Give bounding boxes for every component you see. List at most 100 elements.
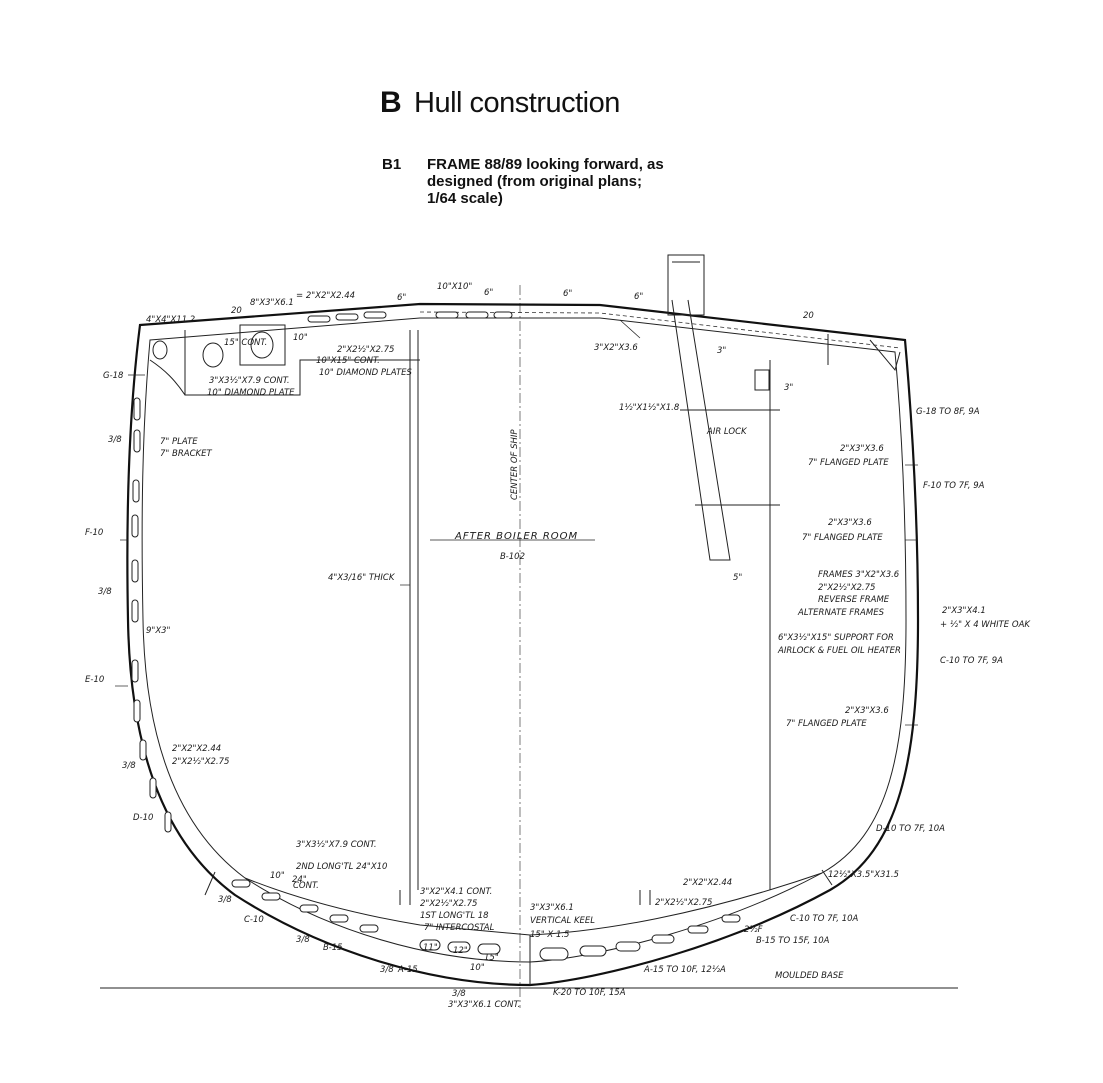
label: 6"X3½"X15" SUPPORT FOR <box>778 633 894 643</box>
label: K-20 TO 10F, 15A <box>553 988 626 998</box>
label: B-102 <box>500 552 525 562</box>
label: 6" <box>563 289 572 299</box>
lightening-hole <box>164 811 172 833</box>
inner-bottom-line <box>244 872 823 936</box>
label: 7" INTERCOSTAL <box>424 923 495 933</box>
section-title: Hull construction <box>414 87 620 119</box>
label: 3/8 <box>296 935 310 945</box>
bilge-keel-left <box>204 871 216 896</box>
lightening-hole <box>651 934 675 944</box>
girder-box <box>239 324 286 366</box>
label: 10" DIAMOND PLATES <box>319 368 413 378</box>
lightening-hole <box>307 315 331 323</box>
figure-caption: FRAME 88/89 looking forward, as designed… <box>427 156 687 207</box>
label: A-15 <box>397 965 418 975</box>
leader-lines <box>115 319 918 726</box>
label: 11" <box>423 943 438 953</box>
label: D-10 <box>133 813 153 823</box>
label: 1ST LONG'TL 18 <box>420 911 489 921</box>
label: 2½F <box>744 925 763 935</box>
lightening-hole <box>231 879 251 888</box>
figure-id: B1 <box>382 156 402 173</box>
lightening-hole <box>131 514 139 538</box>
uptake-trunk <box>667 254 705 316</box>
label: ALTERNATE FRAMES <box>797 608 885 618</box>
label: 2"X2"X2.44 <box>172 744 221 754</box>
upper-right-knee <box>869 339 901 372</box>
label: 2"X3"X3.6 <box>828 518 872 528</box>
label: 3/8 <box>380 965 394 975</box>
label: 2"X2"X2.44 <box>683 878 732 888</box>
label: 3"X3½"X7.9 CONT. <box>296 840 377 850</box>
label: 15" <box>484 953 499 963</box>
lightening-hole <box>419 939 441 951</box>
label: 4"X3/16" THICK <box>328 573 396 583</box>
label: 7" FLANGED PLATE <box>802 533 883 543</box>
label: 10" <box>293 333 308 343</box>
label: 2"X2½"X2.75 <box>172 757 229 767</box>
label: 3" <box>717 346 726 356</box>
label: 10" <box>270 871 285 881</box>
label: C-10 TO 7F, 10A <box>790 914 859 924</box>
label: 6" <box>397 293 406 303</box>
lightening-hole <box>329 914 349 923</box>
leader-line <box>619 319 641 339</box>
label: MOULDED BASE <box>775 971 844 981</box>
label: A-15 TO 10F, 12½A <box>643 965 726 975</box>
lightening-hole <box>447 941 471 953</box>
label: 3"X2"X4.1 CONT. <box>420 887 492 897</box>
bottom-lightening-holes <box>231 879 741 961</box>
label: 2"X2½"X2.75 <box>420 899 477 909</box>
label: 2"X3"X3.6 <box>840 444 884 454</box>
lightening-hole <box>615 941 641 952</box>
label: 6" <box>484 288 493 298</box>
lightening-hole <box>359 924 379 933</box>
floor-fitting <box>639 890 651 905</box>
label: 3/8 <box>98 587 112 597</box>
label: 15" X 1.5 <box>530 930 569 940</box>
label: 2"X3"X4.1 <box>942 606 986 616</box>
label: 3/8 <box>218 895 232 905</box>
label: 7" PLATE <box>160 437 198 447</box>
deck-lightening-holes <box>307 311 513 323</box>
label: 3" <box>784 383 793 393</box>
label: + ½" X 4 WHITE OAK <box>940 620 1031 630</box>
label: AIR LOCK <box>706 427 748 437</box>
label: 4"X4"X11.2 <box>146 315 195 325</box>
upper-left-bracket <box>184 330 420 396</box>
air-lock-ladder <box>671 299 731 561</box>
label: 2"X2½"X2.75 <box>655 898 712 908</box>
label: 10"X15" CONT. <box>316 356 380 366</box>
label: 7" BRACKET <box>160 449 212 459</box>
label: D-10 TO 7F, 10A <box>876 824 945 834</box>
label: VERTICAL KEEL <box>530 916 595 926</box>
label: 2"X2½"X2.75 <box>337 345 394 355</box>
lightening-hole <box>721 914 741 923</box>
label: 2"X2½"X2.75 <box>818 583 875 593</box>
label: 6" <box>634 292 643 302</box>
label: G-18 <box>103 371 124 381</box>
annotation-labels: 4"X4"X11.2 20 8"X3"X6.1 = 2"X2"X2.44 6" … <box>85 282 1031 1010</box>
label: B-15 <box>323 943 343 953</box>
label: 15" CONT. <box>224 338 267 348</box>
label: 8"X3"X6.1 <box>250 298 294 308</box>
lightening-hole <box>250 331 274 359</box>
floor-fitting <box>399 890 411 905</box>
lightening-hole <box>363 311 387 319</box>
lightening-hole <box>539 947 569 961</box>
lightening-hole <box>435 311 459 319</box>
label: C-10 <box>244 915 264 925</box>
label: B-15 TO 15F, 10A <box>756 936 830 946</box>
lightening-hole <box>131 559 139 583</box>
label: 2"X3"X3.6 <box>845 706 889 716</box>
label: G-18 TO 8F, 9A <box>916 407 980 417</box>
lightening-hole <box>133 699 141 723</box>
label: F-10 <box>85 528 103 538</box>
caption-line-1: FRAME 88/89 looking forward, as <box>427 156 664 173</box>
lightening-hole <box>335 313 359 321</box>
hull-inner-frame-line <box>141 317 907 963</box>
lightening-hole <box>202 342 224 368</box>
label: 5" <box>733 573 742 583</box>
label: CONT. <box>293 881 319 891</box>
